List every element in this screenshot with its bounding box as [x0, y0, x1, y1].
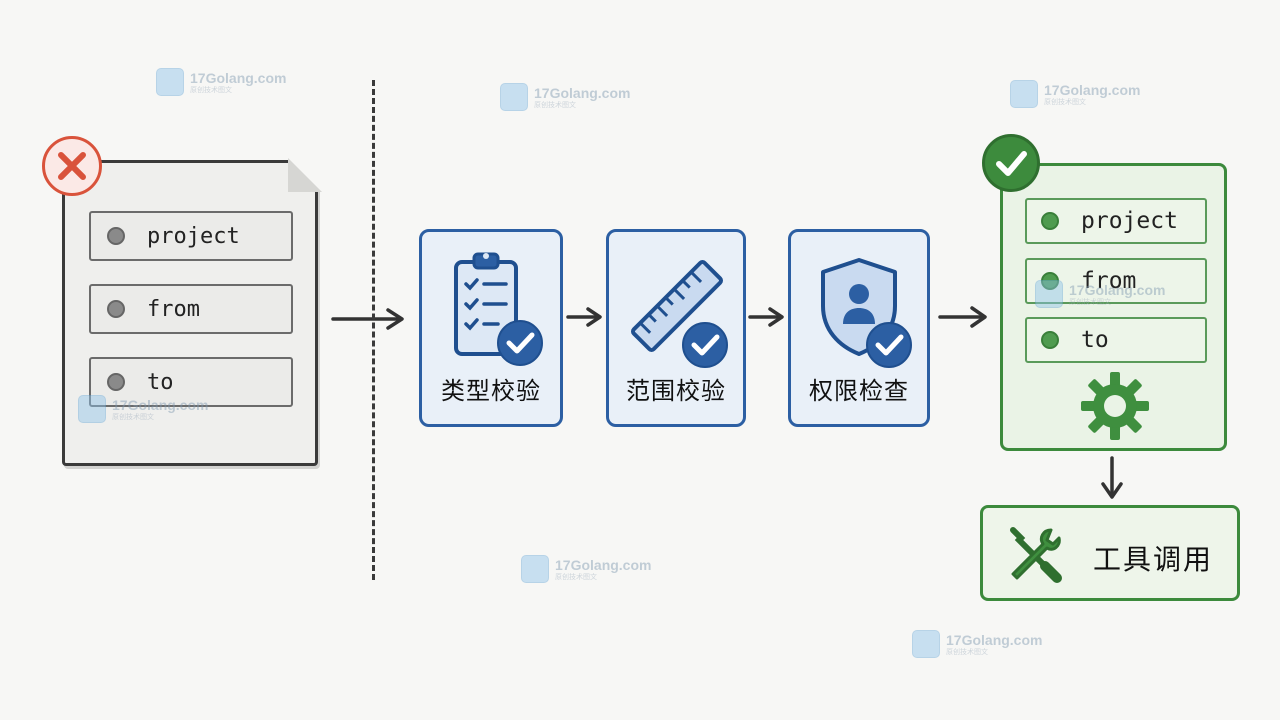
- input-field-from: from: [89, 284, 293, 334]
- field-bullet: [107, 373, 125, 391]
- tool-call-label: 工具调用: [1093, 543, 1214, 576]
- watermark-logo-icon: [156, 68, 184, 96]
- input-field-to: to: [89, 357, 293, 407]
- arrow-right-icon: [938, 306, 987, 328]
- invalid-input-document: project from to: [62, 160, 318, 466]
- success-check-icon: [982, 134, 1040, 192]
- watermark-logo-icon: [1035, 280, 1063, 308]
- output-field-project: project: [1025, 198, 1207, 244]
- watermark-logo-icon: [500, 83, 528, 111]
- tool-call-box: 工具调用: [980, 505, 1240, 601]
- field-bullet: [107, 227, 125, 245]
- gear-icon: [1081, 372, 1149, 440]
- step-range-check: 范围校验: [606, 229, 746, 427]
- validated-input-document: project from to: [1000, 163, 1227, 451]
- step-permission-check: 权限检查: [788, 229, 930, 427]
- arrow-down-icon: [1101, 456, 1123, 499]
- watermark-logo-icon: [912, 630, 940, 658]
- watermark-logo-icon: [78, 395, 106, 423]
- input-field-project: project: [89, 211, 293, 261]
- step-type-check: 类型校验: [419, 229, 563, 427]
- field-label: to: [1081, 327, 1109, 353]
- field-bullet: [107, 300, 125, 318]
- ruler-icon: [630, 259, 728, 368]
- arrow-right-icon: [566, 307, 602, 327]
- field-label: project: [147, 223, 240, 249]
- step-label: 类型校验: [441, 377, 541, 405]
- step-label: 权限检查: [809, 377, 909, 405]
- output-field-from: from: [1025, 258, 1207, 304]
- wrench-screwdriver-icon: [1010, 527, 1062, 583]
- field-label: from: [147, 296, 200, 322]
- output-field-to: to: [1025, 317, 1207, 363]
- arrow-right-icon: [748, 307, 784, 327]
- field-label: project: [1081, 208, 1178, 234]
- page-fold-corner: [288, 158, 322, 192]
- watermark-logo-icon: [521, 555, 549, 583]
- watermark-logo-icon: [1010, 80, 1038, 108]
- step-label: 范围校验: [626, 377, 726, 405]
- field-bullet: [1041, 212, 1059, 230]
- clipboard-checklist-icon: [454, 252, 543, 366]
- field-bullet: [1041, 331, 1059, 349]
- field-label: to: [147, 369, 174, 395]
- boundary-divider: [372, 80, 375, 580]
- shield-user-icon: [821, 258, 912, 368]
- error-x-icon: [42, 136, 102, 196]
- arrow-right-icon: [331, 308, 404, 330]
- field-label: from: [1081, 268, 1137, 294]
